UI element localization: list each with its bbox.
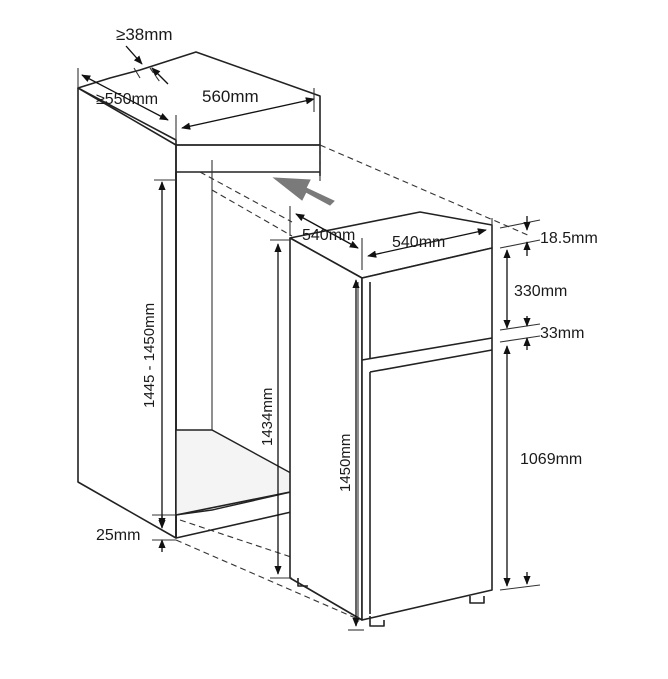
- cabinet-left-side: [77, 87, 177, 539]
- fridge-foot-side: [297, 578, 308, 587]
- fridge-foot-front: [369, 616, 385, 627]
- label-inner-height: 1434mm: [259, 388, 276, 446]
- label-niche-height: 1445 - 1450mm: [141, 303, 158, 408]
- label-fridge-door: 1069mm: [520, 451, 582, 468]
- label-unit-depth: 540mm: [302, 227, 355, 244]
- fridge-unit: [289, 211, 493, 627]
- cabinet-inner-back: [176, 160, 213, 431]
- dimension-lines: [77, 45, 541, 631]
- fridge-side-face: [289, 237, 363, 621]
- label-gap-min: ≥38mm: [116, 25, 173, 44]
- label-depth-min: ≥550mm: [96, 91, 158, 108]
- label-top-gap: 18.5mm: [540, 230, 598, 247]
- fridge-front-face: [361, 247, 493, 621]
- label-base-gap: 25mm: [96, 527, 140, 544]
- label-door-gap: 33mm: [540, 325, 584, 342]
- insert-arrow: [272, 177, 335, 206]
- label-unit-width: 540mm: [392, 234, 445, 251]
- label-niche-width: 560mm: [202, 87, 259, 106]
- label-freezer-door: 330mm: [514, 283, 567, 300]
- fridge-door-top: [369, 349, 493, 373]
- freezer-door-bottom: [361, 337, 493, 361]
- fridge-foot-back: [469, 596, 485, 604]
- label-unit-height: 1450mm: [337, 434, 354, 492]
- dimension-labels: ≥38mm ≥550mm 560mm 540mm 540mm 1445 - 14…: [96, 25, 598, 544]
